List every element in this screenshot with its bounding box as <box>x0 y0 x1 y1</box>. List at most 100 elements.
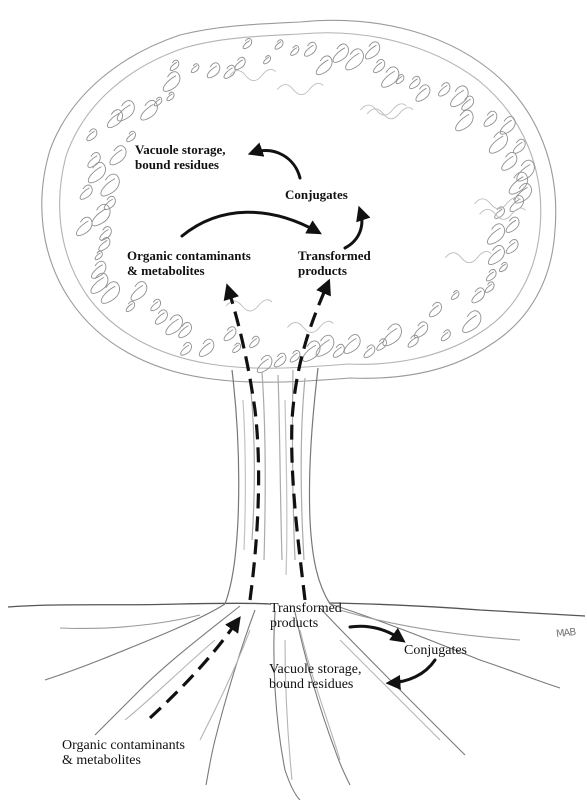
soil-contaminants-label: Organic contaminants & metabolites <box>62 738 185 768</box>
canopy-shading-stroke <box>277 83 323 94</box>
canopy-scribble-stroke <box>333 44 348 62</box>
canopy-scribble-stroke <box>104 196 115 209</box>
canopy-scribble-stroke <box>87 129 97 141</box>
canopy-scribble-stroke <box>151 299 161 311</box>
canopy-scribble-stroke <box>451 291 459 300</box>
canopy-scribble-stroke <box>199 339 214 356</box>
canopy-scribble-stroke <box>274 353 286 367</box>
root-conjugates-label: Conjugates <box>404 643 467 658</box>
canopy-vacuole-line1: Vacuole storage, <box>135 142 226 157</box>
canopy-scribble-stroke <box>383 324 402 346</box>
arrow-root-conjugates-to-vacuole <box>390 660 435 683</box>
canopy-scribble-stroke <box>429 302 441 316</box>
trunk-sketch <box>225 368 330 604</box>
canopy-scribble-stroke <box>463 311 481 333</box>
root-vacuole-line1: Vacuole storage, <box>269 662 362 677</box>
canopy-scribble-stroke <box>207 63 220 78</box>
canopy-scribble-stroke <box>101 174 120 196</box>
arrow-conjugates-to-vacuole <box>252 151 300 178</box>
canopy-scribble-stroke <box>486 269 496 281</box>
canopy-scribble-stroke <box>170 60 179 70</box>
canopy-scribble-stroke <box>513 139 525 153</box>
canopy-shading-stroke <box>367 108 413 119</box>
canopy-scribble-stroke <box>163 72 180 92</box>
canopy-shading-stroke <box>230 69 276 80</box>
canopy-scribble-stroke <box>126 301 135 311</box>
root-vacuole-line2: bound residues <box>269 677 362 692</box>
canopy-shading-stroke <box>445 251 491 262</box>
root-transformed-label: Transformed products <box>270 601 342 631</box>
canopy-scribble-stroke <box>155 310 167 324</box>
canopy-scribble-stroke <box>257 355 272 372</box>
canopy-scribble-stroke <box>487 224 504 244</box>
canopy-scribble-stroke <box>451 86 469 107</box>
canopy-scribble-stroke <box>333 344 344 357</box>
canopy-scribble-stroke <box>92 261 106 278</box>
canopy-scribble-stroke <box>92 204 110 226</box>
canopy-scribble-texture <box>76 38 534 372</box>
canopy-scribble-stroke <box>235 57 245 69</box>
canopy-scribble-stroke <box>441 330 450 341</box>
canopy-vacuole-line2: bound residues <box>135 157 226 172</box>
canopy-scribble-stroke <box>374 59 385 72</box>
canopy-scribble-stroke <box>233 343 241 352</box>
canopy-transformed-label: Transformed products <box>298 248 371 278</box>
root-vacuole-label: Vacuole storage, bound residues <box>269 662 362 692</box>
canopy-scribble-stroke <box>95 251 102 260</box>
artist-signature: MAB <box>555 627 575 640</box>
canopy-scribble-stroke <box>344 335 360 354</box>
canopy-scribble-stroke <box>472 288 485 303</box>
canopy-scribble-stroke <box>250 336 260 347</box>
canopy-scribble-stroke <box>408 335 418 347</box>
canopy-scribble-stroke <box>179 322 192 337</box>
canopy-scribble-stroke <box>80 185 92 199</box>
dashed-arrow-trunk-right <box>292 283 328 600</box>
root-transformed-line2: products <box>270 616 342 631</box>
canopy-scribble-stroke <box>462 96 474 110</box>
canopy-contaminants-line2: & metabolites <box>127 263 251 278</box>
canopy-scribble-stroke <box>377 339 387 351</box>
canopy-scribble-stroke <box>502 152 517 170</box>
canopy-scribble-stroke <box>416 85 430 102</box>
canopy-scribble-stroke <box>439 83 450 96</box>
canopy-scribble-stroke <box>264 55 271 63</box>
canopy-scribble-stroke <box>305 42 317 56</box>
canopy-scribble-stroke <box>488 245 504 264</box>
canopy-vacuole-label: Vacuole storage, bound residues <box>135 142 226 172</box>
canopy-scribble-stroke <box>181 342 192 355</box>
canopy-conjugates-text: Conjugates <box>285 187 348 202</box>
canopy-scribble-stroke <box>76 217 92 235</box>
canopy-scribble-stroke <box>101 282 119 304</box>
canopy-scribble-stroke <box>224 327 236 341</box>
canopy-transformed-line2: products <box>298 263 371 278</box>
roots-sketch <box>45 604 560 800</box>
canopy-scribble-stroke <box>316 56 332 75</box>
canopy-scribble-stroke <box>410 76 421 88</box>
canopy-scribble-stroke <box>506 217 519 232</box>
canopy-scribble-stroke <box>191 64 199 73</box>
canopy-scribble-stroke <box>127 131 136 141</box>
root-transformed-line1: Transformed <box>270 601 342 616</box>
canopy-scribble-stroke <box>456 110 473 131</box>
canopy-scribble-stroke <box>484 111 497 126</box>
canopy-scribble-stroke <box>290 350 300 362</box>
arrow-contaminants-to-transformed <box>182 212 318 236</box>
canopy-scribble-stroke <box>489 132 507 154</box>
canopy-conjugates-label: Conjugates <box>285 187 348 202</box>
arrow-root-transformed-to-conjugates <box>350 626 402 640</box>
canopy-scribble-stroke <box>291 46 299 56</box>
soil-contaminants-line2: & metabolites <box>62 753 185 768</box>
canopy-scribble-stroke <box>88 162 105 182</box>
canopy-scribble-stroke <box>167 92 174 101</box>
canopy-scribble-stroke <box>110 146 126 165</box>
canopy-scribble-stroke <box>506 240 518 254</box>
canopy-scribble-stroke <box>100 227 112 241</box>
canopy-shading-stroke <box>480 208 526 219</box>
canopy-transformed-line1: Transformed <box>298 248 371 263</box>
canopy-contaminants-label: Organic contaminants & metabolites <box>127 248 251 278</box>
canopy-scribble-stroke <box>364 345 375 358</box>
soil-contaminants-line1: Organic contaminants <box>62 738 185 753</box>
canopy-scribble-stroke <box>382 67 399 87</box>
canopy-contaminants-line1: Organic contaminants <box>127 248 251 263</box>
